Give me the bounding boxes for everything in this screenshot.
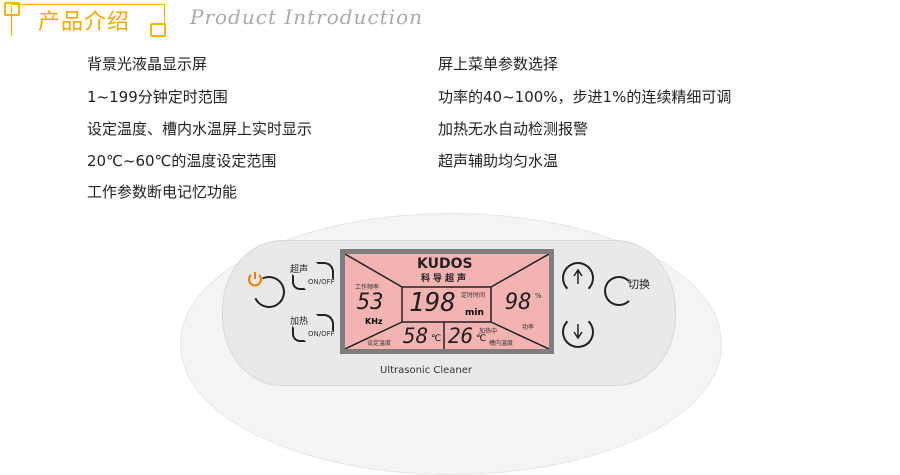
lcd-divider-lines: [345, 254, 549, 349]
arc-icon: [292, 326, 306, 342]
power-button[interactable]: [247, 270, 290, 313]
down-button[interactable]: [562, 316, 594, 348]
feature-item: 设定温度、槽内水温屏上实时显示: [87, 120, 313, 138]
heat-label: 加热: [290, 317, 309, 327]
arc-icon: [316, 314, 334, 332]
timer-value: 198: [409, 288, 456, 318]
button-ring: [604, 276, 634, 306]
feature-item: 超声辅助均匀水温: [438, 152, 559, 170]
up-arrow-icon: [573, 268, 583, 284]
tank-temp-unit: ℃: [476, 334, 487, 344]
down-arrow-icon: [573, 324, 583, 340]
feature-item: 加热无水自动检测报警: [438, 120, 589, 138]
set-temp-unit: ℃: [431, 334, 442, 344]
set-temp-value: 58: [403, 324, 429, 348]
feature-item: 工作参数断电记忆功能: [87, 183, 238, 201]
feature-item: 背景光液晶显示屏: [87, 55, 208, 73]
freq-label: 工作频率: [355, 284, 380, 291]
set-temp-label: 设定温度: [367, 340, 392, 347]
knot-ornament-icon: [150, 23, 166, 37]
arc-icon: [292, 274, 306, 290]
header-frame-left: [11, 6, 12, 36]
freq-value: 53: [357, 290, 384, 315]
timer-label: 定时时间: [461, 292, 486, 299]
feature-item: 屏上菜单参数选择: [438, 55, 559, 73]
heating-label: 加热中: [479, 328, 498, 335]
heat-button[interactable]: 加热 ON/OFF: [290, 314, 340, 344]
up-button[interactable]: [562, 262, 594, 294]
ultrasonic-onoff-label: ON/OFF: [308, 278, 335, 286]
switch-button[interactable]: 切换: [604, 274, 660, 308]
timer-unit: min: [465, 308, 484, 318]
ultrasonic-label: 超声: [290, 265, 309, 275]
power-icon: [248, 272, 262, 287]
knot-ornament-icon: [4, 2, 20, 16]
ultrasonic-button[interactable]: 超声 ON/OFF: [290, 262, 340, 292]
feature-item: 功率的40~100%，步进1%的连续精细可调: [438, 88, 732, 106]
power-unit: %: [535, 292, 542, 300]
header-frame: [11, 4, 165, 36]
feature-item: 20℃~60℃的温度设定范围: [87, 152, 277, 170]
feature-item: 1~199分钟定时范围: [87, 88, 228, 106]
brand-cn: 科导超声: [421, 274, 470, 284]
tank-temp-value: 26: [448, 324, 474, 348]
freq-unit: KHz: [365, 317, 383, 326]
tank-temp-label: 槽内温度: [489, 340, 514, 347]
power-label: 功率: [522, 324, 535, 331]
section-subtitle: Product Introduction: [190, 5, 423, 29]
lcd-display: KUDOS 科导超声 工作频率 53 KHz 198 定时时间 min 98 %…: [345, 254, 549, 349]
switch-label: 切换: [628, 278, 650, 291]
section-title: 产品介绍: [38, 10, 131, 35]
power-value: 98: [505, 290, 532, 315]
heat-onoff-label: ON/OFF: [308, 330, 335, 338]
brand-logo: KUDOS: [417, 256, 473, 272]
product-name: Ultrasonic Cleaner: [380, 365, 473, 376]
arc-icon: [316, 262, 334, 280]
